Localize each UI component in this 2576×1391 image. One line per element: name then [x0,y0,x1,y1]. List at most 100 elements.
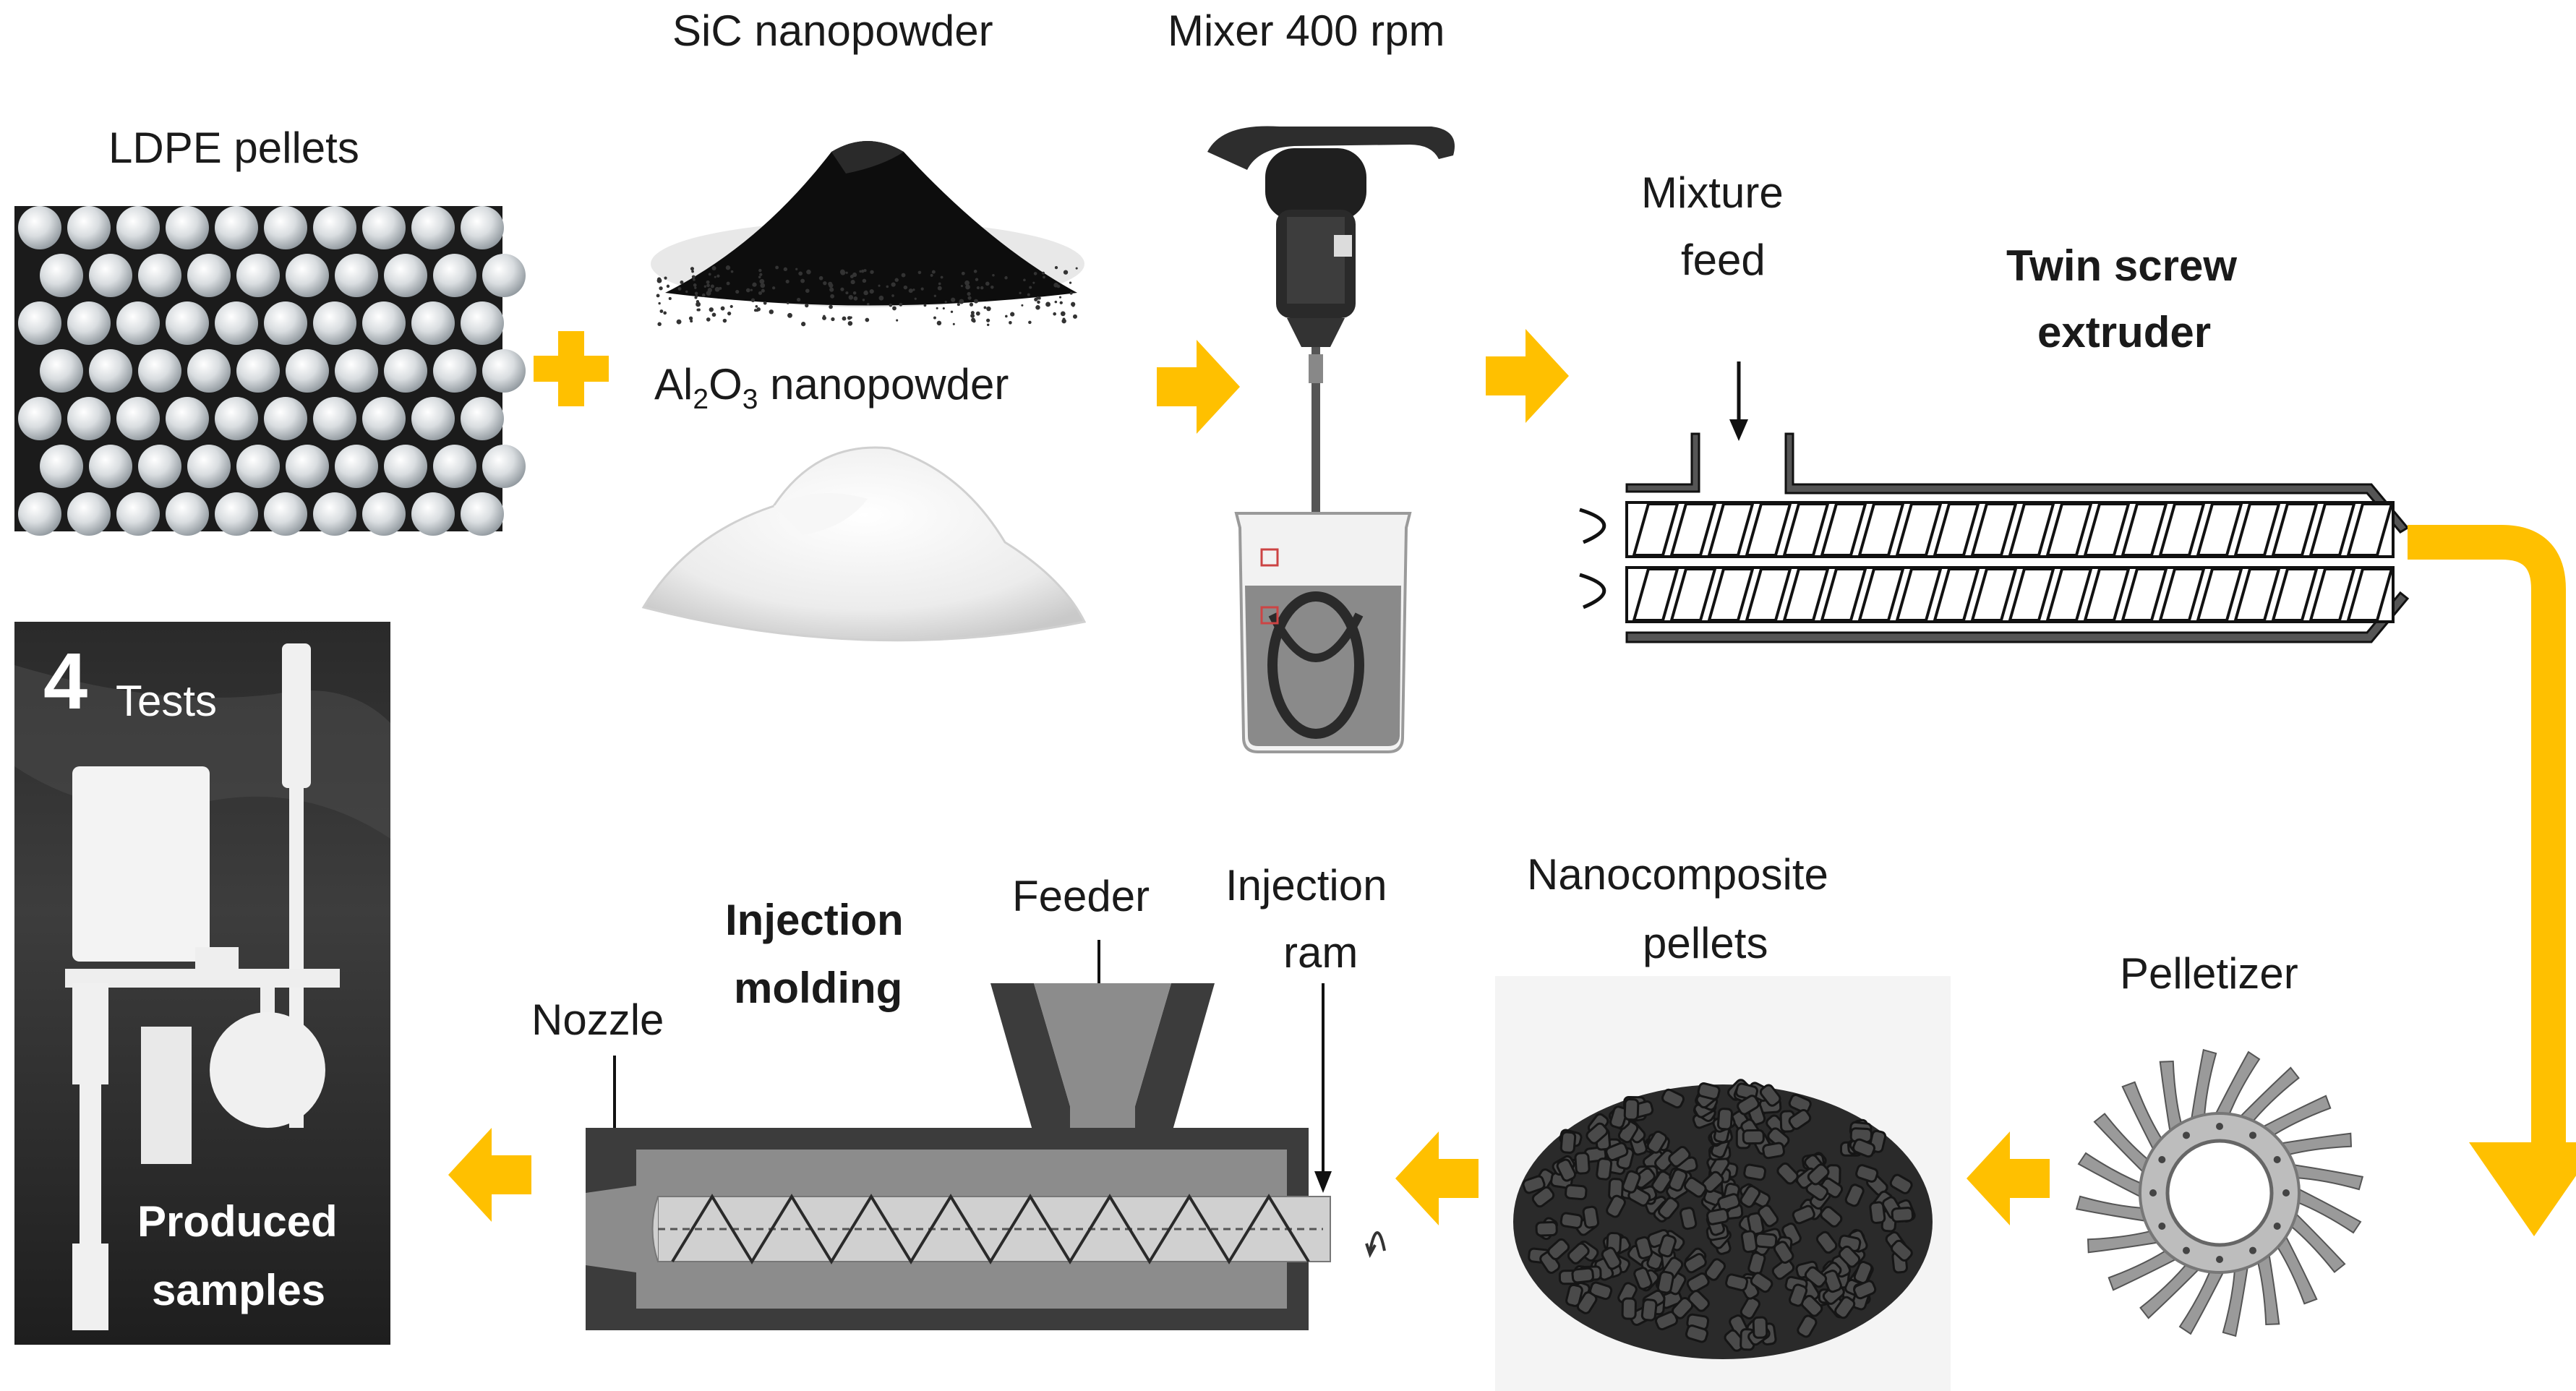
flow-arrow-icon [1395,1131,1479,1225]
dust-speck [983,306,987,309]
dust-speck [908,288,913,294]
dust-speck [787,301,790,304]
nano-pellet [1788,1283,1808,1307]
dust-speck [870,270,874,274]
dust-speck [952,322,955,325]
bolt-hole [2158,1223,2166,1230]
screw-flight [1669,568,1717,622]
dust-speck [758,291,763,295]
dust-speck [806,269,811,275]
dust-speck [931,270,936,274]
feeder-label: Feeder [1012,872,1150,920]
pellet [286,349,329,393]
dust-speck [1059,301,1063,304]
dust-speck [676,319,682,325]
screw-flight [2045,502,2093,557]
dust-speck [787,312,792,318]
screw-flight [1745,502,1792,557]
pellet [384,349,427,393]
dust-speck [707,288,713,293]
screw-flight [2271,568,2319,622]
dust-speck [1004,276,1008,280]
dust-speck [891,282,896,287]
dust-speck [973,299,979,304]
dust-speck [658,301,661,305]
pellet [461,301,504,345]
flow-arrow-icon [1486,329,1569,423]
nano-pellet [1596,1157,1613,1181]
pellet [264,397,307,440]
dust-speck [693,283,697,287]
dust-speck [903,285,908,290]
pellet [166,301,209,345]
dust-speck [862,278,867,283]
ldpe-pellets-image [14,206,526,536]
pellet [40,445,83,488]
pellet [362,206,406,249]
pelletizer-blade [2087,1228,2167,1254]
ldpe-label: LDPE pellets [108,124,359,172]
dust-speck [965,284,970,290]
screw-flight [1857,568,1905,622]
dust-speck [677,287,682,291]
pellet [286,254,329,297]
dust-speck [800,278,805,283]
dust-speck [992,273,995,277]
nano-pellet [1815,1230,1838,1254]
screw-flight [2196,568,2243,622]
nano-pellet [1771,1258,1795,1280]
dust-speck [964,280,970,286]
dust-speck [797,297,801,302]
pellet [138,445,181,488]
dust-speck [829,287,834,292]
dust-speck [830,294,835,299]
bolt-hole [2282,1189,2290,1197]
dust-speck [659,286,663,291]
dust-speck [759,278,765,284]
dust-speck [708,273,711,276]
extruder-label-1: Twin screw [2006,241,2237,290]
nano-pellet [1635,1236,1653,1259]
pellet [482,349,526,393]
pellet [461,492,504,536]
pellet [40,349,83,393]
bolt-hole [2183,1246,2190,1254]
pellet [67,206,111,249]
dust-speck [957,303,960,307]
dust-speck [1009,321,1012,325]
dust-speck [701,293,706,297]
pellet [461,397,504,440]
pellet [67,301,111,345]
dust-speck [694,291,698,296]
dust-speck [1058,296,1062,299]
dust-speck [850,275,854,278]
screw-flight [2121,568,2168,622]
dust-speck [711,266,716,271]
dust-speck [1043,275,1045,279]
dust-speck [845,271,848,274]
pelletizer-blade [2189,1048,2217,1128]
nano-pellet [1567,1242,1590,1264]
dust-speck [663,311,667,315]
nano-pellet [1589,1281,1613,1301]
pelletizer-blade [2139,1258,2206,1319]
dust-speck [656,278,662,283]
nano-pellet [1531,1186,1555,1208]
dust-speck [1069,281,1072,284]
dust-speck [805,288,810,294]
dust-speck [889,303,893,307]
nozzle-label: Nozzle [531,996,664,1044]
pellet [264,301,307,345]
pellet [166,397,209,440]
pellet [116,206,160,249]
pelletizer-blade [2077,1152,2148,1202]
screw-flight [1933,502,1980,557]
dust-speck [1033,272,1037,275]
nano-pellets-label-1: Nanocomposite [1527,850,1828,899]
dust-speck [864,291,868,296]
nano-pellet [1792,1204,1815,1225]
dust-speck [839,269,845,275]
dust-speck [937,286,942,291]
dust-speck [852,291,857,295]
pellet [264,492,307,536]
